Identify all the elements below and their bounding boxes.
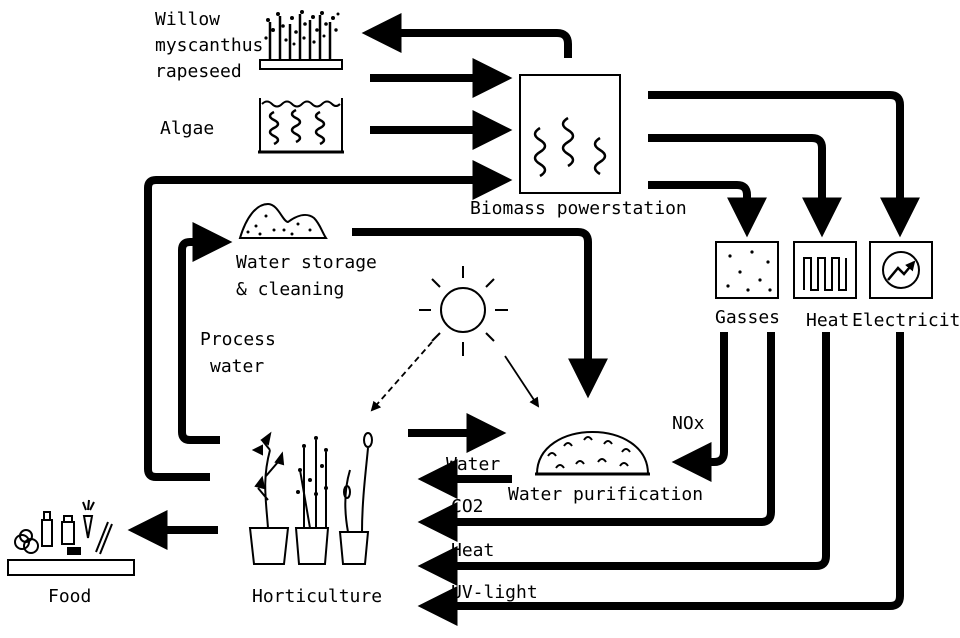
water-storage-icon	[238, 202, 328, 239]
process-water-label-line1: Process	[200, 329, 276, 350]
arrow-powerstation-to-electricity	[648, 91, 920, 238]
nox-label: NOx	[672, 413, 705, 434]
powerstation-box	[519, 74, 621, 194]
arrow-powerstation-to-heat	[648, 134, 842, 238]
water-storage-label-line1: Water storage	[236, 252, 377, 273]
water-flow-label: Water	[446, 454, 500, 475]
uv-light-flow-label: UV-light	[451, 582, 538, 603]
sun-icon	[419, 266, 508, 356]
arrow-gasses-to-purification	[671, 332, 728, 482]
sun-to-horticulture-ray	[370, 341, 433, 412]
water-purification-dome	[535, 431, 650, 476]
flow-arrows	[127, 13, 920, 626]
food-label: Food	[48, 586, 91, 607]
food-icon	[7, 499, 135, 576]
horticulture-plants-icon	[248, 431, 373, 565]
algae-tank-icon	[258, 98, 344, 154]
arrow-gasses-co2-to-horticulture	[417, 332, 775, 542]
gasses-label: Gasses	[715, 307, 780, 328]
arrow-electricity-uv-to-horticulture	[417, 332, 904, 626]
algae-label: Algae	[160, 118, 214, 139]
crops-label-line3: rapeseed	[155, 61, 242, 82]
arrow-storage-to-purification	[352, 228, 608, 399]
crops-label-line2: myscanthus	[155, 35, 263, 56]
crops-label-line1: Willow	[155, 9, 220, 30]
co2-flow-label: CO2	[451, 496, 484, 517]
water-purification-label: Water purification	[508, 484, 703, 505]
arrow-horticulture-to-powerstation	[144, 160, 513, 481]
process-water-label-line2: water	[210, 356, 264, 377]
crops-icon	[259, 10, 343, 70]
water-storage-label-line2: & cleaning	[236, 279, 344, 300]
gasses-box	[715, 241, 779, 299]
powerstation-label: Biomass powerstation	[470, 198, 687, 219]
sun-ray-arrows	[370, 341, 540, 412]
horticulture-label: Horticulture	[252, 586, 382, 607]
arrow-powerstation-to-gasses	[648, 181, 767, 238]
arrow-process-water-to-storage	[178, 222, 233, 444]
sun-to-purification-ray	[504, 355, 540, 408]
arrow-heat-to-horticulture	[417, 332, 830, 586]
electricity-box	[869, 241, 933, 299]
arrow-powerstation-to-crops	[361, 13, 572, 58]
heat-label: Heat	[806, 310, 849, 331]
electricity-label: Electricity	[852, 310, 960, 331]
heat-box	[793, 241, 857, 299]
heat-flow-label: Heat	[451, 540, 494, 561]
